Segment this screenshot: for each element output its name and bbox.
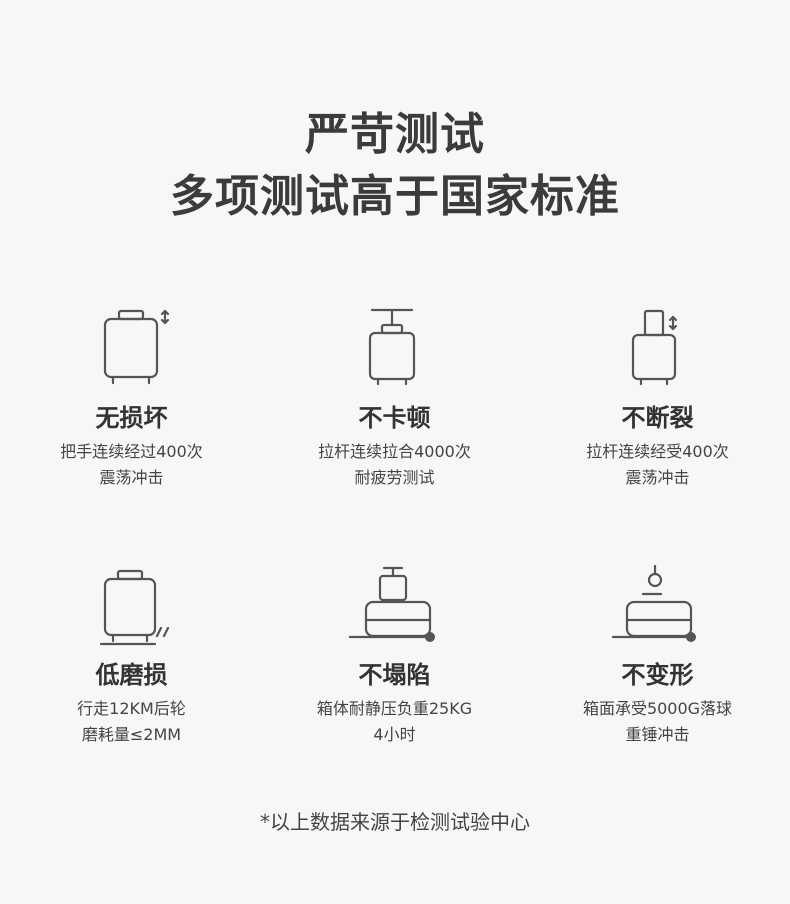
feature-desc: 箱体耐静压负重25KG 4小时 [263, 696, 526, 748]
suitcase-pressure-load-icon [348, 566, 435, 642]
feature-title: 低磨损 [95, 661, 168, 689]
suitcase-ball-impact-icon [611, 564, 696, 642]
feature-desc-line-1: 拉杆连续经受400次 [586, 442, 729, 461]
footnote: *以上数据来源于检测试验中心 [260, 810, 530, 834]
feature-desc: 拉杆连续拉合4000次 耐疲劳测试 [263, 439, 526, 491]
feature-desc-line-1: 箱体耐静压负重25KG [316, 699, 473, 718]
suitcase-trolley-stress-icon [631, 309, 678, 386]
feature-desc-line-1: 行走12KM后轮 [77, 699, 186, 718]
suitcase-trolley-pull-icon [368, 308, 416, 386]
feature-desc-line-2: 磨耗量≤2MM [81, 725, 182, 744]
feature-title: 不变形 [621, 661, 694, 689]
feature-title: 不塌陷 [358, 661, 431, 689]
feature-desc-line-2: 重锤冲击 [625, 725, 690, 744]
feature-desc-line-2: 耐疲劳测试 [354, 468, 435, 487]
feature-desc: 拉杆连续经受400次 震荡冲击 [526, 439, 789, 491]
suitcase-wheel-wear-icon [99, 569, 170, 646]
feature-desc-line-1: 把手连续经过400次 [60, 442, 203, 461]
feature-title: 无损坏 [95, 404, 168, 432]
feature-desc-line-2: 震荡冲击 [625, 468, 690, 487]
feature-desc: 箱面承受5000G落球 重锤冲击 [526, 696, 789, 748]
feature-desc: 把手连续经过400次 震荡冲击 [0, 439, 263, 491]
feature-desc-line-2: 4小时 [373, 725, 416, 744]
suitcase-handle-shake-icon [103, 309, 170, 385]
feature-title: 不卡顿 [358, 404, 431, 432]
feature-desc-line-1: 箱面承受5000G落球 [582, 699, 733, 718]
feature-desc-line-1: 拉杆连续拉合4000次 [318, 442, 471, 461]
headline-line-2: 多项测试高于国家标准 [170, 171, 620, 222]
feature-desc: 行走12KM后轮 磨耗量≤2MM [0, 696, 263, 748]
feature-desc-line-2: 震荡冲击 [99, 468, 164, 487]
headline-line-1: 严苛测试 [305, 109, 485, 160]
feature-title: 不断裂 [621, 404, 694, 432]
